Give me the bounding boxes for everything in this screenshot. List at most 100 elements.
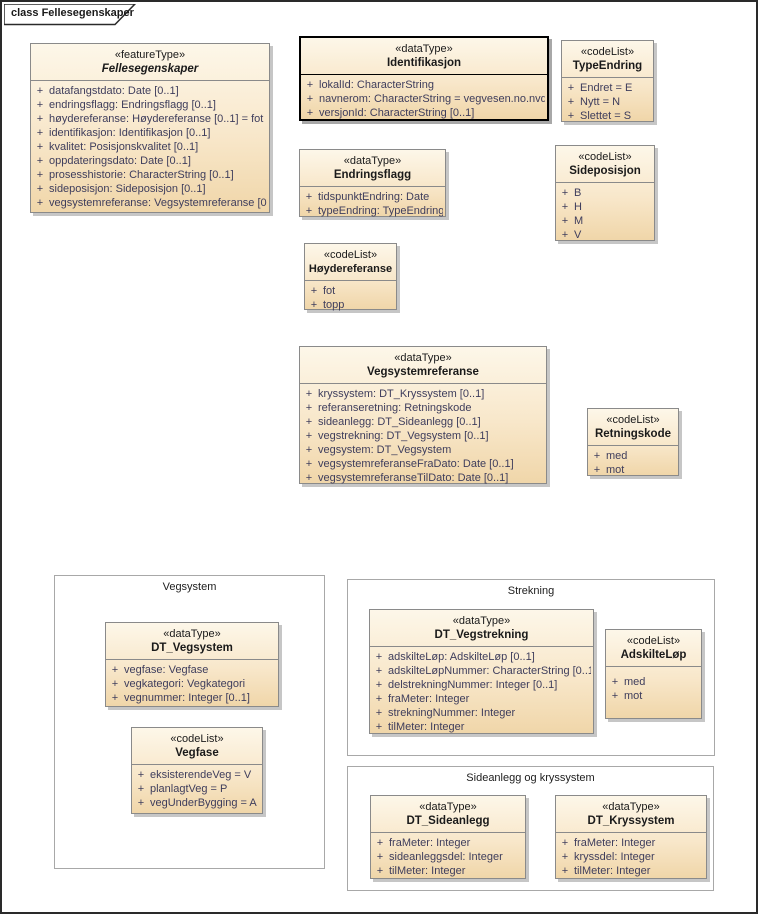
attribute-text: vegsystemreferanse: Vegsystemreferanse [… xyxy=(49,197,267,209)
attribute-text: tilMeter: Integer xyxy=(389,865,466,877)
class-name: Vegfase xyxy=(175,747,219,759)
stereotype: «dataType» xyxy=(452,615,511,627)
attribute-text: prosesshistorie: CharacterString [0..1] xyxy=(49,169,234,181)
class-box-dt-vegstrekning[interactable]: «dataType» DT_Vegstrekning +adskilteLøp:… xyxy=(369,609,594,734)
class-name: TypeEndring xyxy=(572,60,643,72)
attribute-row: +vegsystemreferanse: Vegsystemreferanse … xyxy=(31,196,267,210)
attribute-text: navnerom: CharacterString = vegvesen.no.… xyxy=(319,93,545,105)
attribute-row: +fot xyxy=(305,284,394,298)
attribute-row: +adskilteLøp: AdskilteLøp [0..1] xyxy=(370,650,591,664)
attribute-row: +tilMeter: Integer xyxy=(370,720,591,734)
visibility: + xyxy=(376,851,384,863)
class-header: «dataType» DT_Kryssystem xyxy=(556,796,706,833)
visibility: + xyxy=(305,402,313,414)
group-vegsystem[interactable]: Vegsystem xyxy=(54,575,325,869)
visibility: + xyxy=(36,169,44,181)
class-box-endringsflagg[interactable]: «dataType» Endringsflagg +tidspunktEndri… xyxy=(299,149,446,217)
attribute-row: +B xyxy=(556,186,652,200)
class-box-vegsystemreferanse[interactable]: «dataType» Vegsystemreferanse +kryssyste… xyxy=(299,346,547,484)
visibility: + xyxy=(567,96,575,108)
attribute-text: oppdateringsdato: Date [0..1] xyxy=(49,155,191,167)
class-box-typeendring[interactable]: «codeList» TypeEndring +Endret = E+Nytt … xyxy=(561,40,654,122)
attribute-row: +tilMeter: Integer xyxy=(371,864,523,878)
attribute-row: + høydereferanse: Høydereferanse [0..1] =… xyxy=(31,112,267,126)
attribute-row: +vegkategori: Vegkategori xyxy=(106,677,276,691)
attribute-list: +datafangstdato: Date [0..1]+endringsfla… xyxy=(31,81,269,212)
attribute-text: vegfase: Vegfase xyxy=(124,664,209,676)
class-name: Retningskode xyxy=(594,428,672,440)
attribute-row: +vegsystemreferanseTilDato: Date [0..1] xyxy=(300,471,544,485)
visibility: + xyxy=(305,191,313,203)
class-box-fellesegenskaper[interactable]: «featureType» Fellesegenskaper +datafang… xyxy=(30,43,270,213)
attribute-text: vegsystemreferanseTilDato: Date [0..1] xyxy=(318,472,509,484)
attribute-text: vegkategori: Vegkategori xyxy=(124,678,246,690)
group-strekning[interactable]: Strekning xyxy=(347,579,715,756)
attribute-row: +vegfase: Vegfase xyxy=(106,663,276,677)
attribute-text: fraMeter: Integer xyxy=(574,837,656,849)
attribute-row: +datafangstdato: Date [0..1] xyxy=(31,84,267,98)
attribute-text: identifikasjon: Identifikasjon [0..1] xyxy=(49,127,211,139)
attribute-row: +M xyxy=(556,214,652,228)
attribute-text: topp xyxy=(323,299,345,311)
attribute-text: planlagtVeg = P xyxy=(150,783,228,795)
class-name: Fellesegenskaper xyxy=(101,63,199,75)
attribute-row: +sideanleggsdel: Integer xyxy=(371,850,523,864)
attribute-row: +vegsystemreferanseFraDato: Date [0..1] xyxy=(300,457,544,471)
attribute-row: +topp xyxy=(305,298,394,312)
attribute-text: V xyxy=(574,229,582,241)
visibility: + xyxy=(310,285,318,297)
class-name: Endringsflagg xyxy=(333,169,412,181)
visibility: + xyxy=(611,676,619,688)
attribute-list: +kryssystem: DT_Kryssystem [0..1]+refera… xyxy=(300,384,546,487)
visibility: + xyxy=(36,113,44,125)
attribute-list: +med+ mot xyxy=(588,446,678,479)
attribute-row: +vegnummer: Integer [0..1] xyxy=(106,691,276,705)
visibility: + xyxy=(561,201,569,213)
class-name: DT_Vegsystem xyxy=(151,642,233,654)
class-box-hoydereferanse[interactable]: «codeList» Høydereferanse +fot+topp xyxy=(304,243,397,312)
visibility: + xyxy=(593,450,601,462)
class-header: «codeList» Høydereferanse xyxy=(305,244,396,281)
visibility: + xyxy=(305,444,313,456)
attribute-row: +fraMeter: Integer xyxy=(370,692,591,706)
attribute-row: +typeEndring: TypeEndring xyxy=(300,204,443,218)
class-box-adskiltelop[interactable]: «codeList» AdskilteLøp +med+mot xyxy=(605,629,702,719)
class-box-dt-kryssystem[interactable]: «dataType» DT_Kryssystem + fraMeter: Inte… xyxy=(555,795,707,879)
attribute-text: adskilteLøp: AdskilteLøp [0..1] xyxy=(388,651,535,663)
attribute-text: typeEndring: TypeEndring xyxy=(318,205,443,217)
attribute-row: +vegUnderBygging = A xyxy=(132,796,260,810)
class-box-vegfase[interactable]: «codeList» Vegfase +eksisterendeVeg = V+… xyxy=(131,727,263,814)
class-box-sideposisjon[interactable]: «codeList» Sideposisjon +B+H+M+V xyxy=(555,145,655,241)
class-box-retningskode[interactable]: «codeList» Retningskode +med+mot xyxy=(587,408,679,476)
attribute-text: strekningNummer: Integer xyxy=(388,707,516,719)
stereotype: «dataType» xyxy=(394,352,452,364)
attribute-text: med xyxy=(624,676,646,688)
attribute-text: H xyxy=(574,201,582,213)
class-header: «codeList» Sideposisjon xyxy=(556,146,654,183)
visibility: + xyxy=(561,837,569,849)
attribute-text: mot xyxy=(606,464,625,476)
class-box-identifikasjon[interactable]: «dataType» Identifikasjon +lokalId: Char… xyxy=(299,36,549,121)
visibility: + xyxy=(375,665,383,677)
visibility: + xyxy=(137,783,145,795)
class-box-dt-vegsystem[interactable]: «dataType» DT_Vegsystem +vegfase: Vegfas… xyxy=(105,622,279,707)
visibility: + xyxy=(305,458,313,470)
attribute-text: høydereferanse: Høydereferanse [0..1] = … xyxy=(49,113,264,125)
attribute-text: delstrekningNummer: Integer [0..1] xyxy=(388,679,558,691)
attribute-row: +med xyxy=(588,449,676,463)
visibility: + xyxy=(375,707,383,719)
visibility: + xyxy=(376,837,384,849)
visibility: + xyxy=(375,693,383,705)
attribute-row: +oppdateringsdato: Date [0..1] xyxy=(31,154,267,168)
attribute-text: M xyxy=(574,215,584,227)
attribute-row: +kryssdel: Integer xyxy=(556,850,704,864)
attribute-text: vegnummer: Integer [0..1] xyxy=(124,692,250,704)
group-sideanlegg-og-kryssystem[interactable]: Sideanlegg og kryssystem xyxy=(347,766,714,891)
class-header: «dataType» DT_Sideanlegg xyxy=(371,796,525,833)
attribute-text: Slettet = S xyxy=(580,110,632,122)
class-box-dt-sideanlegg[interactable]: «dataType» DT_Sideanlegg +fraMeter: Inte… xyxy=(370,795,526,879)
attribute-row: +endringsflagg: Endringsflagg [0..1] xyxy=(31,98,267,112)
visibility: + xyxy=(375,679,383,691)
attribute-text: lokalId: CharacterString xyxy=(319,79,434,91)
